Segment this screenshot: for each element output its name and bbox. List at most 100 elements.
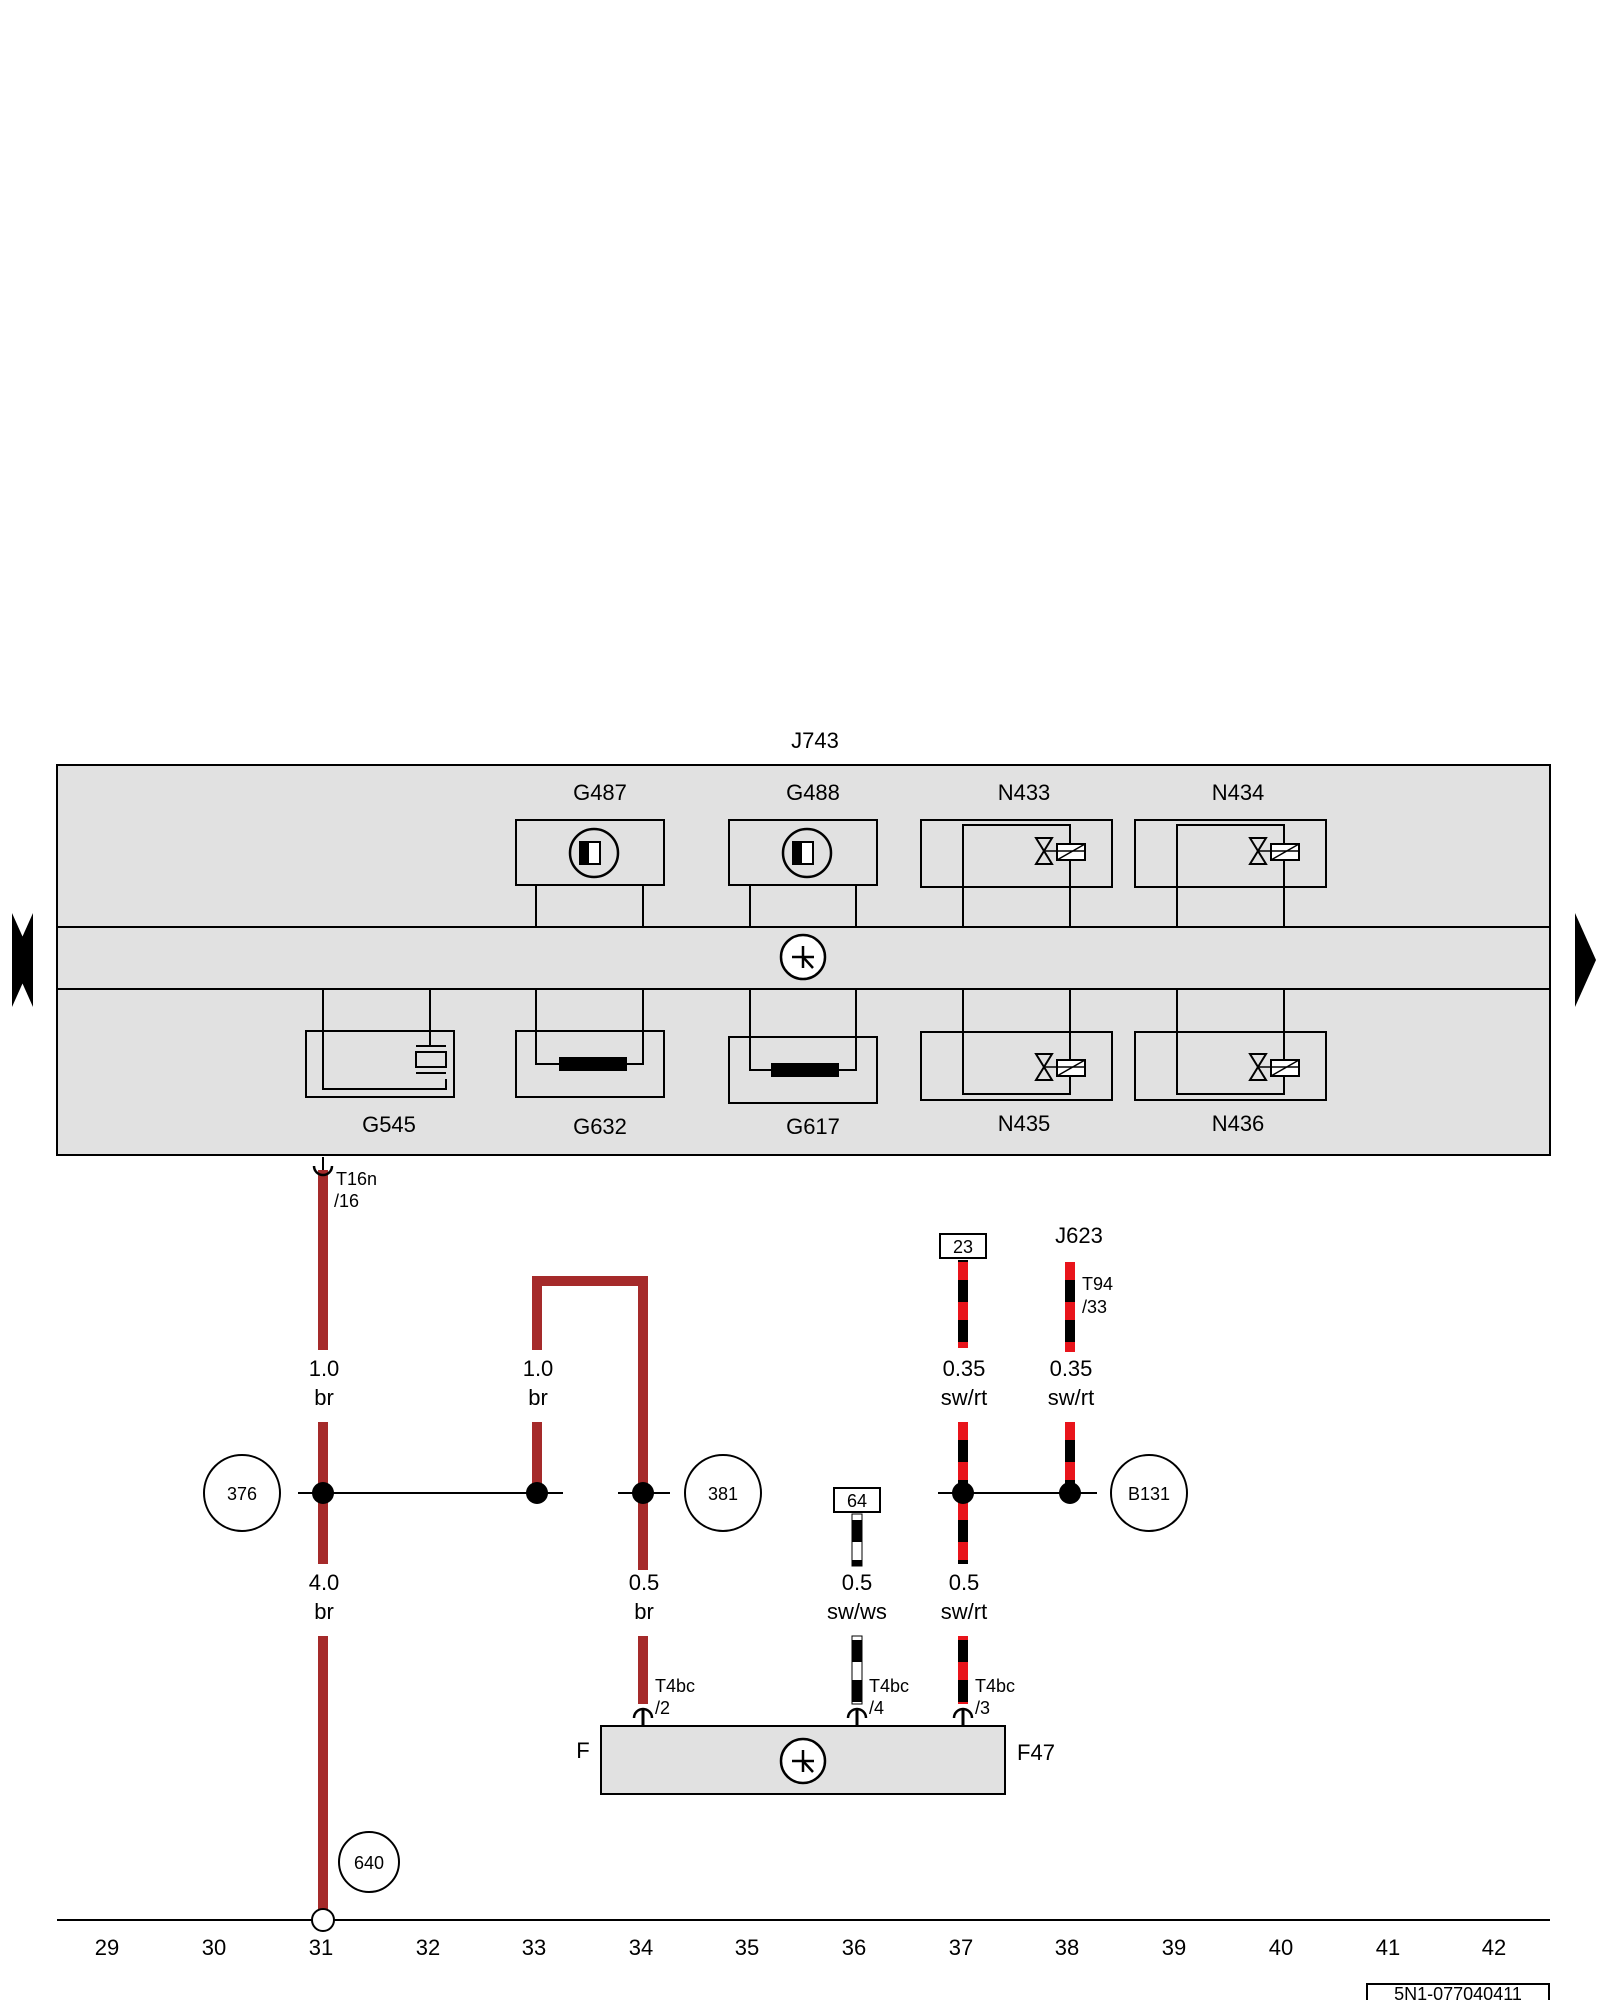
- sensor-f47: F F47: [576, 1725, 1055, 1795]
- component-g632: G632: [515, 989, 665, 1139]
- grid-number: 33: [522, 1935, 546, 1960]
- wire-size: 1.0: [523, 1356, 554, 1381]
- grid-number: 38: [1055, 1935, 1079, 1960]
- ref-640[interactable]: 640: [338, 1831, 400, 1893]
- prev-page-arrow-shape: [12, 913, 33, 1007]
- wire-color: sw/rt: [941, 1385, 987, 1410]
- wire-size: 0.5: [629, 1570, 660, 1595]
- svg-text:T4bc: T4bc: [655, 1676, 695, 1696]
- wire-col31: [312, 1157, 334, 1916]
- component-label: N433: [998, 780, 1051, 805]
- svg-text:B131: B131: [1128, 1484, 1170, 1504]
- wire-gap: [638, 1570, 648, 1636]
- sensor-letter: F: [576, 1738, 589, 1763]
- connector-t4bc-3: T4bc /3: [952, 1676, 1015, 1726]
- grid-number: 42: [1482, 1935, 1506, 1960]
- wire-color: sw/rt: [1048, 1385, 1094, 1410]
- grid-number: 41: [1376, 1935, 1400, 1960]
- svg-text:5N1-077040411: 5N1-077040411: [1394, 1984, 1522, 2000]
- junction-dot: [526, 1482, 548, 1504]
- svg-text:T16n: T16n: [336, 1169, 377, 1189]
- grid-number: 39: [1162, 1935, 1186, 1960]
- component-label: G487: [573, 780, 627, 805]
- component-label: G632: [573, 1114, 627, 1139]
- svg-text:/2: /2: [655, 1698, 670, 1718]
- component-label: N434: [1212, 780, 1265, 805]
- wire-color: br: [528, 1385, 548, 1410]
- wire-size: 0.35: [1050, 1356, 1093, 1381]
- grid-number: 32: [416, 1935, 440, 1960]
- wire-size: 0.5: [949, 1570, 980, 1595]
- svg-text:23: 23: [953, 1237, 973, 1257]
- connector-t94: T94 /33: [1082, 1274, 1113, 1317]
- connector-t4bc-2: T4bc /2: [632, 1676, 695, 1726]
- svg-text:381: 381: [708, 1484, 738, 1504]
- wire-col38-top: [1065, 1262, 1075, 1352]
- wire-col36-low: [851, 1635, 863, 1705]
- grid-number: 29: [95, 1935, 119, 1960]
- grid-number: 34: [629, 1935, 653, 1960]
- component-g617: G617: [728, 989, 878, 1139]
- grid-number: 40: [1269, 1935, 1293, 1960]
- electronics-symbol: [779, 933, 827, 981]
- svg-text:/16: /16: [334, 1191, 359, 1211]
- component-n435: N435: [920, 989, 1113, 1136]
- ref-box-64[interactable]: 64: [833, 1487, 881, 1513]
- connector-t16n: T16n /16: [334, 1169, 377, 1211]
- wire-loop-33-34: [532, 1276, 648, 1709]
- ref-381[interactable]: 381: [684, 1454, 762, 1532]
- component-n436: N436: [1134, 989, 1327, 1136]
- svg-text:T94: T94: [1082, 1274, 1113, 1294]
- wire-col36-top: [851, 1513, 863, 1567]
- ref-b131[interactable]: B131: [1110, 1454, 1188, 1532]
- svg-text:640: 640: [354, 1853, 384, 1873]
- svg-text:/4: /4: [869, 1698, 884, 1718]
- ref-j623: J623: [1055, 1223, 1103, 1248]
- component-g487: G487: [515, 780, 665, 927]
- svg-text:64: 64: [847, 1491, 867, 1511]
- wire-col34-lower: [638, 1636, 648, 1704]
- svg-text:T4bc: T4bc: [975, 1676, 1015, 1696]
- wire-col38-mid: [1065, 1422, 1075, 1492]
- component-g545: G545: [305, 989, 455, 1137]
- grid-number: 35: [735, 1935, 759, 1960]
- svg-text:/33: /33: [1082, 1297, 1107, 1317]
- wire-size: 4.0: [309, 1570, 340, 1595]
- grid-number: 36: [842, 1935, 866, 1960]
- junction-dot: [312, 1482, 334, 1504]
- module-title: J743: [791, 728, 839, 753]
- junction-dot: [952, 1482, 974, 1504]
- grid-numbers: 29 30 31 32 33 34 35 36 37 38 39 40 41 4…: [95, 1935, 1506, 1960]
- wire-color: br: [634, 1599, 654, 1624]
- wire-col37-top: [958, 1260, 968, 1348]
- grid-number: 31: [309, 1935, 333, 1960]
- component-label: G545: [362, 1112, 416, 1137]
- ref-box-23[interactable]: 23: [939, 1233, 987, 1259]
- component-g488: G488: [728, 780, 878, 927]
- grid-number: 30: [202, 1935, 226, 1960]
- component-n433: N433: [920, 780, 1113, 927]
- next-page-arrow[interactable]: [1575, 913, 1596, 1007]
- svg-text:376: 376: [227, 1484, 257, 1504]
- svg-text:/3: /3: [975, 1698, 990, 1718]
- grid-number: 37: [949, 1935, 973, 1960]
- ref-376[interactable]: 376: [203, 1454, 281, 1532]
- component-n434: N434: [1134, 780, 1327, 927]
- wire-col37-low: [958, 1636, 968, 1704]
- connector-t4bc-4: T4bc /4: [846, 1676, 909, 1726]
- component-label: G617: [786, 1114, 840, 1139]
- svg-text:T4bc: T4bc: [869, 1676, 909, 1696]
- footer-code: 5N1-077040411: [1366, 1983, 1550, 2000]
- wire-color: sw/rt: [941, 1599, 987, 1624]
- wire-color: sw/ws: [827, 1599, 887, 1624]
- component-label: G488: [786, 780, 840, 805]
- junction-dot: [632, 1482, 654, 1504]
- wire-color: br: [314, 1385, 334, 1410]
- component-label: N436: [1212, 1111, 1265, 1136]
- junction-dot: [1059, 1482, 1081, 1504]
- wire-color: br: [314, 1599, 334, 1624]
- wire-size: 1.0: [309, 1356, 340, 1381]
- sensor-name: F47: [1017, 1740, 1055, 1765]
- component-label: N435: [998, 1111, 1051, 1136]
